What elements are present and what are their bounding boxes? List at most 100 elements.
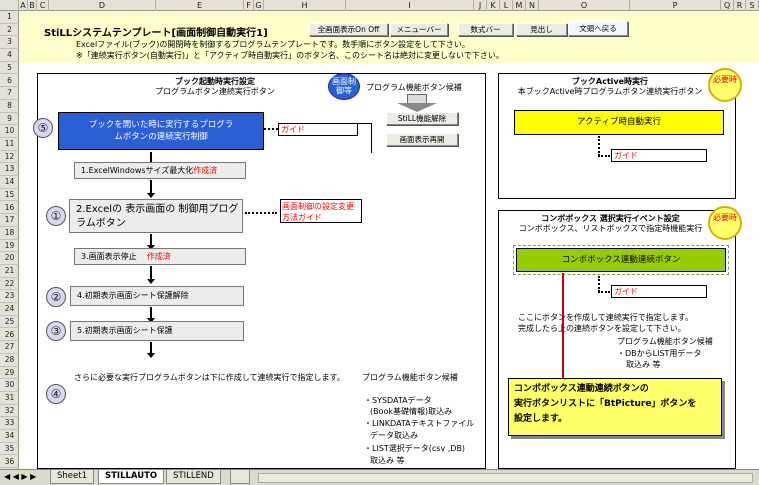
col-h[interactable]: H bbox=[264, 0, 346, 11]
row-21[interactable]: 21 bbox=[0, 265, 19, 278]
candidate-1: ・SYSDATAデータ bbox=[364, 396, 432, 405]
col-r[interactable]: R bbox=[734, 0, 746, 11]
step-1-button[interactable]: 1.ExcelWindowsサイズ最大化作成済 bbox=[74, 162, 246, 179]
row-26[interactable]: 26 bbox=[0, 329, 19, 342]
row-14[interactable]: 14 bbox=[0, 176, 19, 189]
row-5[interactable]: 5 bbox=[0, 62, 19, 75]
row-7[interactable]: 7 bbox=[0, 87, 19, 100]
col-k[interactable]: K bbox=[487, 0, 500, 11]
guide-connector bbox=[264, 128, 278, 130]
col-m[interactable]: M bbox=[513, 0, 526, 11]
step-2-guide-box[interactable]: 画面制御の設定変更方法ガイド bbox=[280, 199, 362, 223]
tab-scroll-arrows[interactable]: ◀ ◀ ▶ ▶ bbox=[4, 472, 37, 481]
screen-control-badge: 画面制御等 bbox=[328, 73, 360, 100]
row-33[interactable]: 33 bbox=[0, 417, 19, 431]
col-o[interactable]: O bbox=[539, 0, 630, 11]
heading-button[interactable]: 見出し bbox=[516, 23, 567, 36]
callout-line-1: コンボボックス連動連続ボタンの bbox=[514, 384, 649, 394]
step-3-button[interactable]: 3.画面表示停止 作成済 bbox=[74, 248, 246, 265]
flow-arrow-3 bbox=[147, 234, 155, 250]
row-17[interactable]: 17 bbox=[0, 214, 19, 227]
col-i[interactable]: I bbox=[346, 0, 474, 11]
row-23[interactable]: 23 bbox=[0, 290, 19, 304]
row-28[interactable]: 28 bbox=[0, 354, 19, 367]
horizontal-scrollbar[interactable] bbox=[258, 473, 753, 483]
back-to-top-button[interactable]: 文頭へ戻る bbox=[568, 21, 628, 36]
step-2-connector bbox=[245, 212, 277, 214]
col-q[interactable]: Q bbox=[721, 0, 734, 11]
row-18[interactable]: 18 bbox=[0, 227, 19, 240]
row-9[interactable]: 9 bbox=[0, 113, 19, 126]
row-36[interactable]: 36 bbox=[0, 456, 19, 469]
row-4[interactable]: 4 bbox=[0, 49, 19, 62]
tab-stillauto[interactable]: STILLAUTO bbox=[98, 470, 165, 484]
tab-sheet1[interactable]: Sheet1 bbox=[50, 470, 94, 484]
col-c[interactable]: C bbox=[37, 0, 49, 11]
startup-guide-box[interactable]: ガイド bbox=[278, 123, 358, 136]
candidate-2: ・LINKDATAテキストファイル bbox=[364, 419, 475, 428]
step-5-button[interactable]: 5.初期表示画面シート保護 bbox=[70, 321, 244, 341]
row-8[interactable]: 8 bbox=[0, 100, 19, 113]
row-27[interactable]: 27 bbox=[0, 341, 19, 354]
row-12[interactable]: 12 bbox=[0, 151, 19, 164]
col-a[interactable]: A bbox=[19, 0, 28, 11]
col-b[interactable]: B bbox=[28, 0, 37, 11]
row-19[interactable]: 19 bbox=[0, 240, 19, 253]
step-4-label: 4.初期表示画面シート保護解除 bbox=[77, 291, 189, 300]
row-29[interactable]: 29 bbox=[0, 367, 19, 380]
combobox-continuous-button[interactable]: コンボボックス連動連続ボタン bbox=[513, 245, 729, 275]
startup-continuous-button[interactable]: ブックを開いた時に実行するプログラムボタンの連続実行制御 bbox=[58, 112, 264, 150]
col-l[interactable]: L bbox=[500, 0, 513, 11]
col-p[interactable]: P bbox=[630, 0, 721, 11]
new-sheet-tab[interactable] bbox=[230, 470, 250, 484]
combobox-desc-1: ここにボタンを作成して連続実行で指定します。 bbox=[518, 313, 693, 322]
active-auto-run-button[interactable]: アクティブ時自動実行 bbox=[514, 110, 724, 135]
row-6[interactable]: 6 bbox=[0, 75, 19, 88]
row-1[interactable]: 1 bbox=[0, 11, 19, 24]
row-22[interactable]: 22 bbox=[0, 278, 19, 291]
page-title: StiLLシステムテンプレート[画面制御自動実行1] bbox=[44, 28, 268, 39]
fullscreen-toggle-button[interactable]: 全画面表示On Off bbox=[309, 23, 388, 36]
step-5-label: 5.初期表示画面シート保護 bbox=[77, 326, 173, 335]
row-35[interactable]: 35 bbox=[0, 443, 19, 456]
still-off-button[interactable]: StiLL機能解除 bbox=[386, 112, 458, 125]
row-10[interactable]: 10 bbox=[0, 125, 19, 138]
select-all-corner[interactable] bbox=[0, 0, 19, 11]
row-24[interactable]: 24 bbox=[0, 303, 19, 316]
row-11[interactable]: 11 bbox=[0, 138, 19, 151]
step-5-number: ⑤ bbox=[33, 118, 53, 138]
row-34[interactable]: 34 bbox=[0, 430, 19, 443]
combobox-guide-connector-h bbox=[598, 291, 610, 293]
candidates-label: プログラム機能ボタン候補 bbox=[366, 83, 462, 92]
row-20[interactable]: 20 bbox=[0, 252, 19, 265]
header-desc-2: ※「連続実行ボタン(自動実行)」と「アクティブ時自動実行」のボタン名、このシート… bbox=[76, 51, 504, 60]
col-n[interactable]: N bbox=[526, 0, 539, 11]
col-g[interactable]: G bbox=[254, 0, 264, 11]
row-16[interactable]: 16 bbox=[0, 202, 19, 215]
down-arrow-shape bbox=[407, 94, 427, 104]
col-j[interactable]: J bbox=[474, 0, 487, 11]
combobox-title: コンボボックス 選択実行イベント設定 bbox=[541, 214, 680, 223]
screen-redisplay-button[interactable]: 画面表示再開 bbox=[386, 133, 458, 146]
callout-line-3: 設定します。 bbox=[514, 414, 568, 424]
row-13[interactable]: 13 bbox=[0, 163, 19, 177]
step-2-button[interactable]: 2.Excelの 表示画面の 制御用プログラムボタン bbox=[69, 199, 243, 233]
col-s[interactable]: S bbox=[746, 0, 759, 11]
row-2[interactable]: 2 bbox=[0, 24, 19, 37]
col-f[interactable]: F bbox=[244, 0, 254, 11]
active-guide-box[interactable]: ガイド bbox=[611, 149, 707, 162]
row-25[interactable]: 25 bbox=[0, 316, 19, 329]
col-e[interactable]: E bbox=[156, 0, 244, 11]
combobox-guide-connector-v bbox=[598, 276, 600, 292]
row-15[interactable]: 15 bbox=[0, 189, 19, 202]
col-d[interactable]: D bbox=[49, 0, 156, 11]
combobox-guide-box[interactable]: ガイド bbox=[611, 285, 707, 298]
menubar-button[interactable]: メニューバー bbox=[390, 23, 448, 36]
row-32[interactable]: 32 bbox=[0, 405, 19, 418]
formulabar-button[interactable]: 数式バー bbox=[458, 23, 513, 36]
row-31[interactable]: 31 bbox=[0, 392, 19, 405]
row-30[interactable]: 30 bbox=[0, 379, 19, 392]
tab-stillend[interactable]: STILLEND bbox=[166, 470, 221, 484]
step-4-button[interactable]: 4.初期表示画面シート保護解除 bbox=[70, 286, 244, 306]
row-3[interactable]: 3 bbox=[0, 36, 19, 50]
